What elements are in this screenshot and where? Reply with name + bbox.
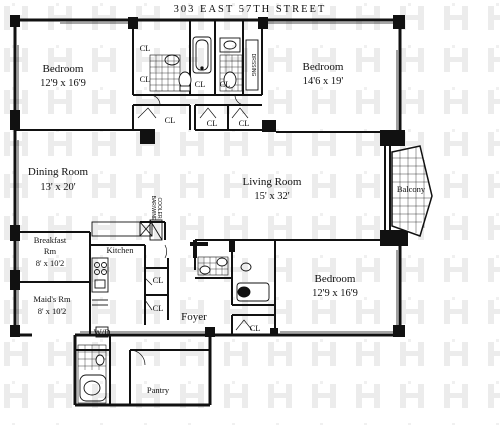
closet-label: CL	[153, 275, 164, 285]
bath-fixtures-top	[149, 36, 259, 92]
closet-label: CL	[153, 303, 164, 313]
wine-label-2: COOLER	[156, 197, 162, 219]
door-swings	[129, 94, 253, 366]
balcony-name: Balcony	[397, 184, 426, 194]
bedroom-2-name: Bedroom	[303, 61, 344, 73]
closet-label: CL	[239, 118, 250, 128]
dressing-label: DRSSING	[250, 54, 256, 77]
kitchen-name: Kitchen	[107, 245, 135, 255]
bedroom-2-dims: 14'6 x 19'	[303, 76, 344, 87]
living-name: Living Room	[243, 176, 302, 188]
dining-dims: 13' x 20'	[40, 182, 75, 193]
breakfast-dims: 8' x 10'2	[36, 258, 65, 268]
bold-walls	[190, 240, 278, 336]
window-lines	[17, 22, 398, 333]
columns	[10, 15, 408, 337]
bedroom-1-dims: 12'9 x 16'9	[40, 78, 86, 89]
closet-label: CL	[195, 79, 206, 89]
exterior-walls	[13, 18, 405, 407]
closet-label: CL	[250, 323, 261, 333]
interior-walls	[15, 20, 391, 405]
closet-label: CL	[207, 118, 218, 128]
wd-label: W/D	[94, 327, 111, 337]
closet-label: CL	[165, 115, 176, 125]
bath-fixtures-lower	[77, 256, 270, 404]
bedroom-3-dims: 12'9 x 16'9	[312, 288, 358, 299]
wine-label-1: BAR/WINE	[150, 196, 156, 221]
closet-label: CL	[140, 74, 151, 84]
bedroom-3-name: Bedroom	[315, 273, 356, 285]
balcony	[391, 145, 433, 237]
breakfast-name-2: Rm	[44, 246, 57, 256]
maids-name: Maid's Rm	[33, 294, 71, 304]
closet-label: CL	[220, 79, 231, 89]
maids-dims: 8' x 10'2	[38, 306, 67, 316]
living-dims: 15' x 32'	[254, 191, 289, 202]
foyer-name: Foyer	[181, 311, 207, 323]
bedroom-1-name: Bedroom	[43, 63, 84, 75]
room-labels: Bedroom 12'9 x 16'9 Bedroom 14'6 x 19' D…	[28, 61, 426, 395]
kitchen-fixtures	[91, 219, 163, 306]
dining-name: Dining Room	[28, 166, 89, 178]
closet-labels: CL CL CL CL CL CL CL CL CL CL W/D DRSSIN…	[94, 43, 261, 337]
pantry-name: Pantry	[147, 385, 170, 395]
breakfast-name-1: Breakfast	[34, 235, 67, 245]
building-title: 303 EAST 57TH STREET	[174, 4, 327, 15]
closet-label: CL	[140, 43, 151, 53]
